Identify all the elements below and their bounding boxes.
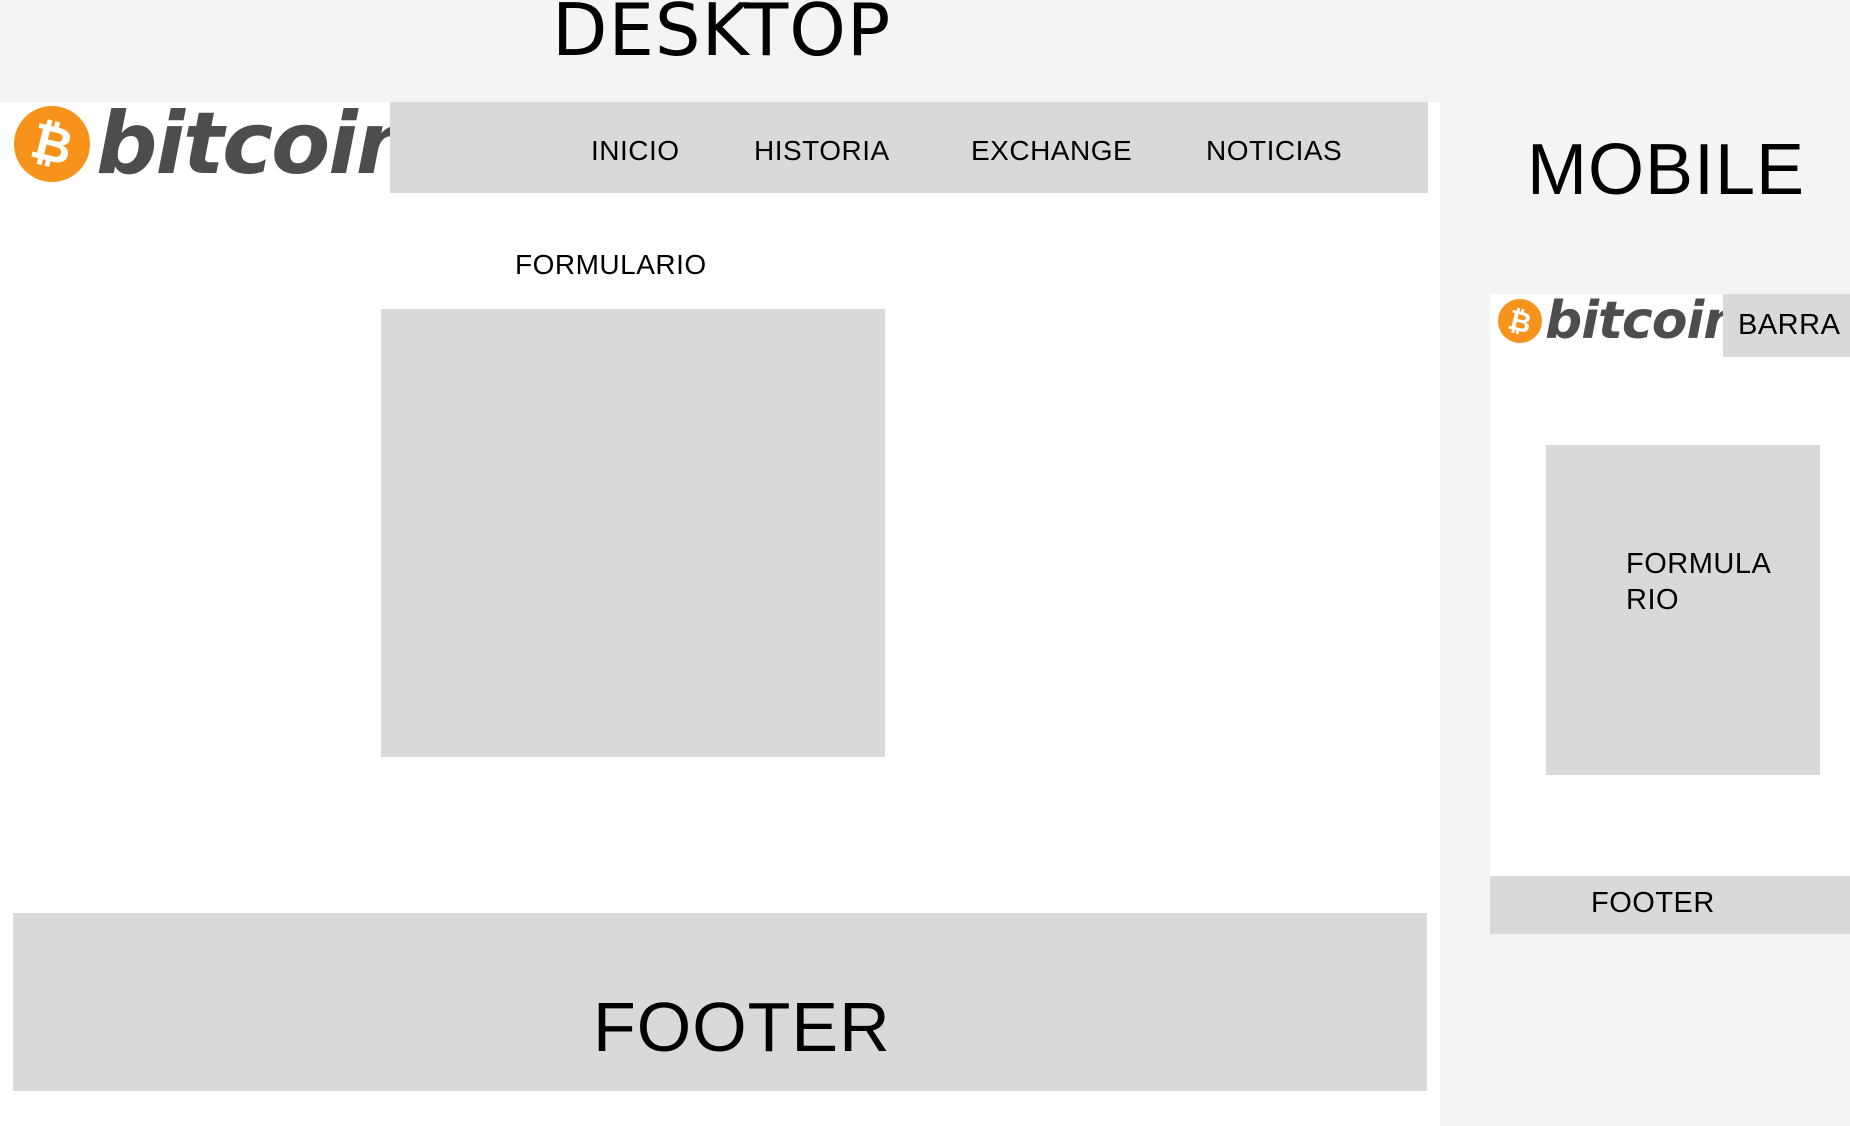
nav-item-noticias[interactable]: NOTICIAS xyxy=(1206,135,1343,166)
desktop-form-label: FORMULARIO xyxy=(515,249,707,280)
bitcoin-wordmark: bitcoin xyxy=(96,94,417,194)
desktop-form-placeholder[interactable] xyxy=(381,309,885,757)
mobile-section-title: MOBILE xyxy=(1527,130,1806,210)
nav-item-exchange[interactable]: EXCHANGE xyxy=(971,135,1133,166)
mobile-menu-bar[interactable]: BARRA xyxy=(1723,294,1850,357)
desktop-navbar: INICIO HISTORIA EXCHANGE NOTICIAS xyxy=(390,102,1428,193)
desktop-footer-label: FOOTER xyxy=(593,988,891,1066)
mobile-footer: FOOTER xyxy=(1490,876,1850,934)
bitcoin-coin-icon: ₿ xyxy=(1493,294,1547,348)
mobile-footer-label: FOOTER xyxy=(1591,887,1715,919)
mobile-form-placeholder[interactable]: FORMULARIO xyxy=(1546,445,1820,775)
nav-item-inicio[interactable]: INICIO xyxy=(591,135,680,166)
bitcoin-wordmark: bitcoin xyxy=(1545,291,1740,351)
mobile-menu-bar-label: BARRA xyxy=(1738,309,1841,341)
mobile-form-label: FORMULARIO xyxy=(1626,548,1772,616)
desktop-footer: FOOTER xyxy=(13,913,1427,1091)
desktop-bitcoin-logo[interactable]: ₿ bitcoin xyxy=(5,94,417,194)
bitcoin-coin-icon: ₿ xyxy=(5,97,99,191)
nav-item-historia[interactable]: HISTORIA xyxy=(754,135,890,166)
mobile-bitcoin-logo[interactable]: ₿ bitcoin xyxy=(1493,291,1740,351)
desktop-section-title: DESKTOP xyxy=(552,0,892,72)
